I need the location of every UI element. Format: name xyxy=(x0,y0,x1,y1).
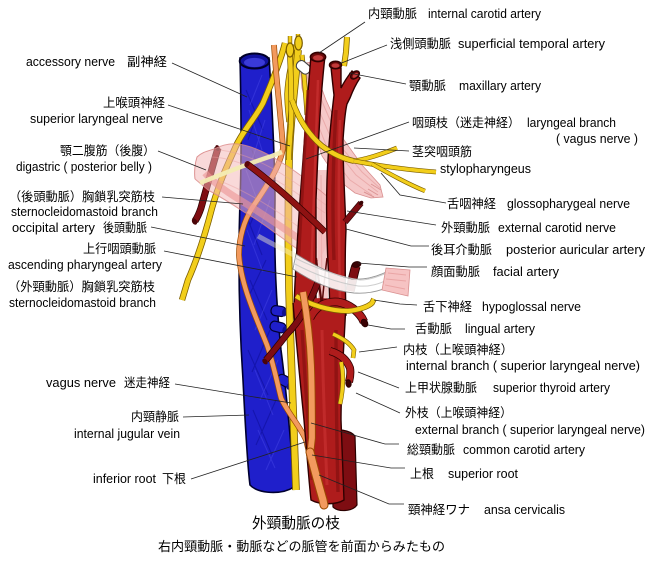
svg-text:superficial temporal artery: superficial temporal artery xyxy=(458,37,606,51)
svg-text:後頭動脈: 後頭動脈 xyxy=(103,221,147,235)
svg-text:superior root: superior root xyxy=(448,467,519,481)
svg-text:external branch ( superior lar: external branch ( superior laryngeal ner… xyxy=(415,423,645,437)
svg-text:inferior root: inferior root xyxy=(93,472,157,486)
svg-text:浅側頭動脈: 浅側頭動脈 xyxy=(390,37,451,51)
svg-text:digastric ( posterior belly ): digastric ( posterior belly ) xyxy=(16,160,152,174)
svg-text:副神経: 副神経 xyxy=(127,54,168,69)
svg-text:facial artery: facial artery xyxy=(493,265,560,279)
svg-text:迷走神経: 迷走神経 xyxy=(124,376,170,390)
svg-text:上喉頭神経: 上喉頭神経 xyxy=(103,96,165,110)
svg-text:internal branch ( superior la: internal branch ( superior laryngeal ner… xyxy=(406,359,640,373)
svg-text:ansa cervicalis: ansa cervicalis xyxy=(484,503,565,517)
svg-text:posterior auricular artery: posterior auricular artery xyxy=(506,243,646,257)
svg-text:common carotid artery: common carotid artery xyxy=(463,443,586,457)
svg-text:external carotid nerve: external carotid nerve xyxy=(498,221,616,235)
svg-text:茎突咽頭筋: 茎突咽頭筋 xyxy=(412,144,472,159)
svg-text:舌下神経: 舌下神経 xyxy=(423,300,472,314)
svg-text:咽頭枝（迷走神経）: 咽頭枝（迷走神経） xyxy=(412,115,520,130)
svg-text:内頸静脈: 内頸静脈 xyxy=(131,410,179,424)
svg-text:上行咽頭動脈: 上行咽頭動脈 xyxy=(83,242,156,256)
svg-text:上根: 上根 xyxy=(410,467,434,481)
svg-text:外頸動脈: 外頸動脈 xyxy=(441,221,490,235)
svg-text:内頸動脈: 内頸動脈 xyxy=(368,7,417,21)
svg-text:vagus nerve: vagus nerve xyxy=(46,376,116,390)
svg-text:sternocleidomastoid branch: sternocleidomastoid branch xyxy=(11,205,158,219)
svg-text:顎二腹筋（後腹）: 顎二腹筋（後腹） xyxy=(60,143,155,158)
svg-text:hypoglossal nerve: hypoglossal nerve xyxy=(482,300,581,314)
svg-text:internal jugular vein: internal jugular vein xyxy=(74,427,180,441)
svg-text:顔面動脈: 顔面動脈 xyxy=(431,264,480,279)
svg-text:superior laryngeal nerve: superior laryngeal nerve xyxy=(30,112,163,126)
svg-text:総頸動脈: 総頸動脈 xyxy=(407,443,455,457)
svg-text:顎動脈: 顎動脈 xyxy=(409,79,446,93)
svg-text:occipital artery: occipital artery xyxy=(12,221,96,235)
svg-text:舌動脈: 舌動脈 xyxy=(415,322,452,336)
svg-text:（後頭動脈）胸鎖乳突筋枝: （後頭動脈）胸鎖乳突筋枝 xyxy=(9,189,155,204)
svg-text:外頸動脈の枝: 外頸動脈の枝 xyxy=(252,515,340,532)
svg-text:舌咽神経: 舌咽神経 xyxy=(447,197,496,211)
svg-text:sternocleidomastoid branch: sternocleidomastoid branch xyxy=(9,296,156,310)
svg-text:maxillary artery: maxillary artery xyxy=(459,79,542,93)
svg-text:ascending pharyngeal artery: ascending pharyngeal artery xyxy=(8,258,163,272)
svg-text:internal carotid artery: internal carotid artery xyxy=(428,7,542,21)
svg-text:内枝（上喉頭神経）: 内枝（上喉頭神経） xyxy=(403,342,513,357)
svg-text:( vagus nerve ): ( vagus nerve ) xyxy=(556,132,638,146)
svg-text:右内頸動脈・動脈などの脈管を前面からみたもの: 右内頸動脈・動脈などの脈管を前面からみたもの xyxy=(158,539,445,554)
svg-text:laryngeal branch: laryngeal branch xyxy=(527,116,616,130)
svg-text:上甲状腺動脈: 上甲状腺動脈 xyxy=(405,381,477,395)
svg-text:superior thyroid artery: superior thyroid artery xyxy=(493,381,611,395)
svg-text:lingual artery: lingual artery xyxy=(465,322,536,336)
svg-text:後耳介動脈: 後耳介動脈 xyxy=(431,243,492,257)
svg-text:下根: 下根 xyxy=(162,472,186,486)
svg-text:外枝（上喉頭神経）: 外枝（上喉頭神経） xyxy=(405,405,512,420)
svg-text:glossopharygeal nerve: glossopharygeal nerve xyxy=(507,197,630,211)
svg-text:stylopharyngeus: stylopharyngeus xyxy=(440,162,531,176)
svg-text:頸神経ワナ: 頸神経ワナ xyxy=(408,503,470,517)
svg-text:（外頸動脈）胸鎖乳突筋枝: （外頸動脈）胸鎖乳突筋枝 xyxy=(8,279,155,294)
svg-text:accessory nerve: accessory nerve xyxy=(26,55,115,69)
